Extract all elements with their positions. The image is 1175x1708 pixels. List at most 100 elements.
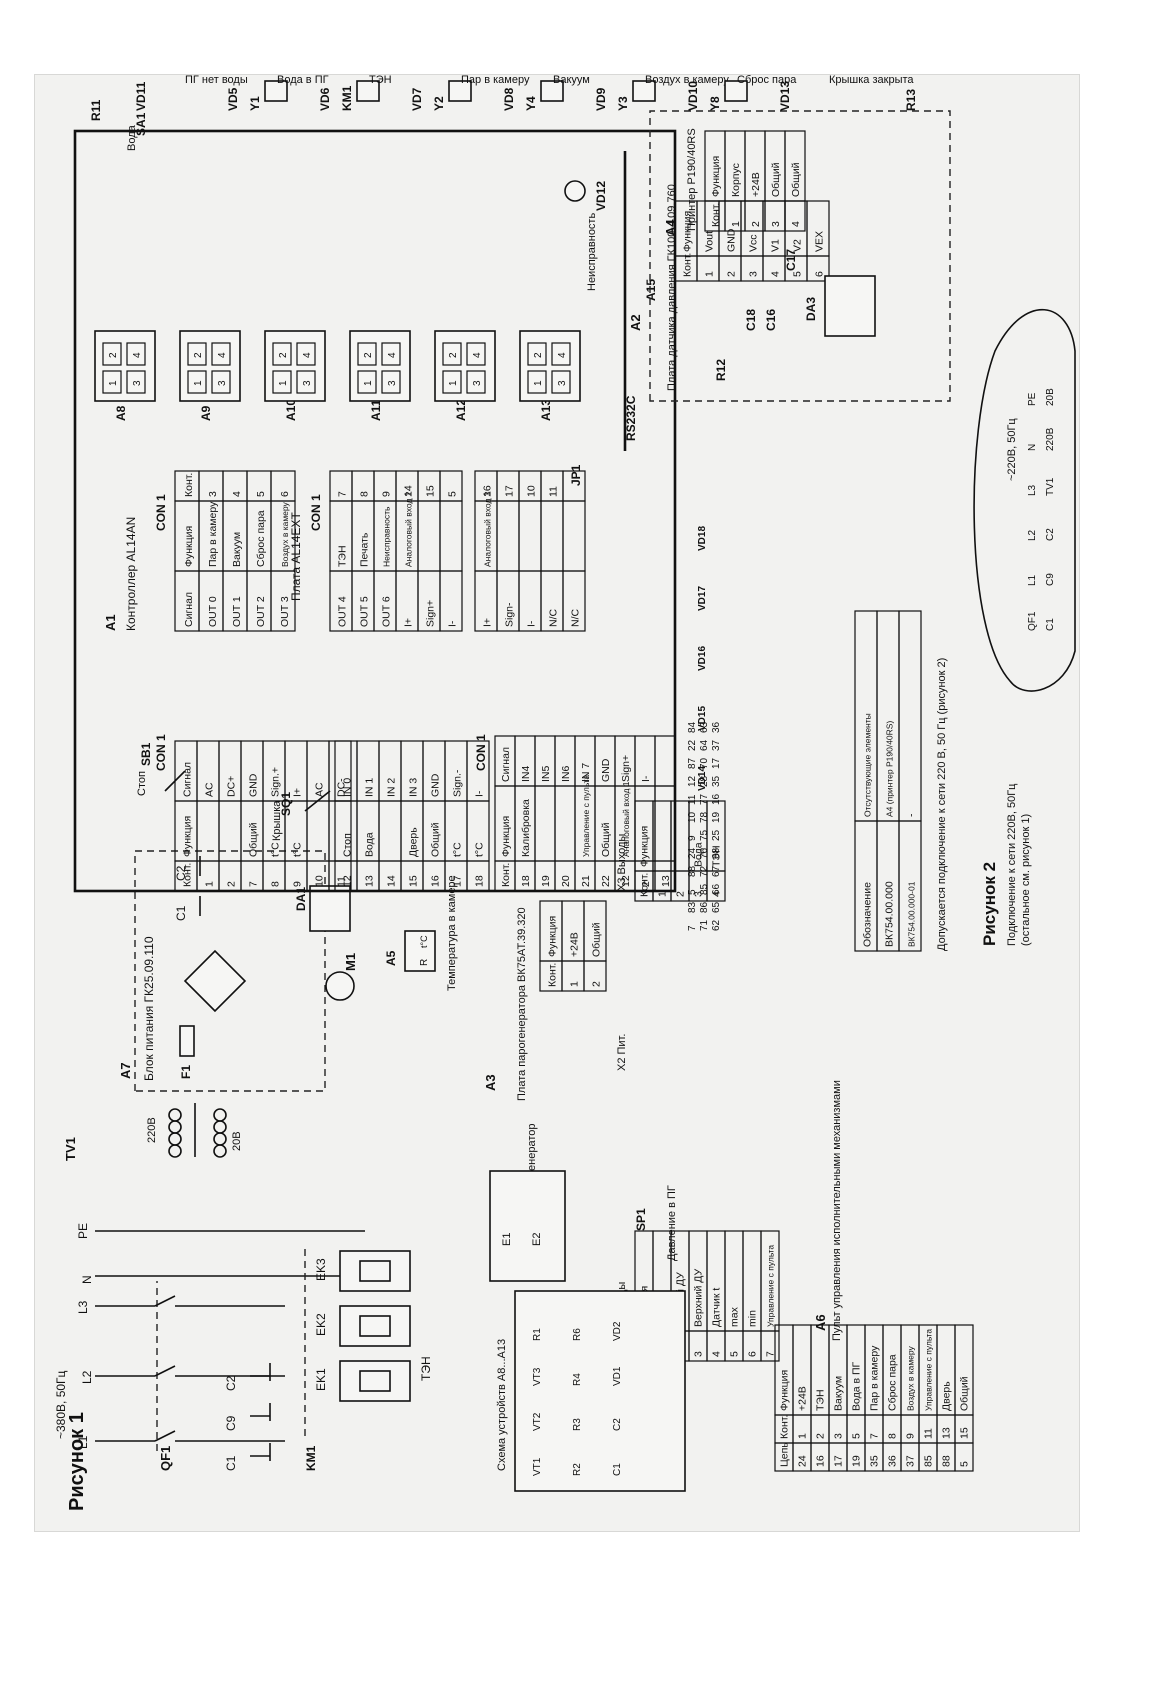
con1-table-text: Функция <box>181 816 193 857</box>
out-table-text: Сброс пара <box>255 510 267 567</box>
tv1-label: TV1 <box>63 1137 78 1161</box>
con1-table-cell <box>196 800 220 862</box>
tv1-winding <box>213 1108 227 1122</box>
tv1-primary-voltage: 220В <box>146 1117 158 1143</box>
ext-in-table-text: 12 <box>620 875 632 887</box>
wire-number: 10 <box>687 811 698 823</box>
in-table-text: 18 <box>473 875 485 887</box>
con1-table-text: 1 <box>203 881 215 887</box>
ext-in-table-text: Аналоговый вход 1 <box>621 781 631 857</box>
in-table-text: 14 <box>385 875 397 887</box>
wire-number: 24 <box>687 847 698 859</box>
subcircuit-C2: C2 <box>612 1418 623 1431</box>
diode-label-VD15: VD15 <box>697 706 708 731</box>
ext-out-table-text: Неисправность <box>381 506 391 567</box>
wire-number: 16 <box>711 793 722 805</box>
ext-in-table-cell <box>554 785 576 862</box>
line-label-L3: L3 <box>76 1300 90 1314</box>
con1-table-text: 9 <box>291 881 303 887</box>
wire-number: 17 <box>711 757 722 769</box>
a15-table-cell <box>740 255 764 282</box>
wire-number: 87 <box>687 757 698 769</box>
a6-table-text: Общий <box>959 1376 971 1411</box>
sa1-label: SA1 <box>134 112 148 136</box>
relay-pin <box>102 342 122 366</box>
actuator-coil <box>264 80 288 102</box>
ext-in-table-cell <box>654 735 676 787</box>
ext-out-table-cell <box>417 500 441 572</box>
relay-A10 <box>264 330 326 402</box>
diode-label-VD16: VD16 <box>697 646 708 671</box>
heater-resistor <box>359 1370 391 1392</box>
missing-table-text: А4 (принтер Р190/40RS) <box>884 721 894 817</box>
a4-table-text: 2 <box>750 221 762 227</box>
a15-table-text: 6 <box>813 271 825 277</box>
relay-pin <box>381 370 401 394</box>
input-cap-C1: C1 <box>224 1455 238 1471</box>
out-table-text: Функция <box>183 526 195 567</box>
wire-number: 78 <box>699 811 710 823</box>
a2-label: A2 <box>628 314 643 331</box>
a4-table-text: 1 <box>730 221 742 227</box>
ext-out-table-text: 8 <box>358 491 370 497</box>
subcircuit-R1: R1 <box>532 1328 543 1341</box>
fig2-label: QF1 <box>1027 611 1038 631</box>
relay-pin <box>527 370 547 394</box>
ext-in-table-text: Управление с пульта <box>581 775 591 857</box>
relay-pin-label: 4 <box>557 352 568 358</box>
relay-pin-label: 3 <box>217 380 228 386</box>
in-table-text: 15 <box>407 875 419 887</box>
x1-table-text: Датчик t <box>711 1288 723 1327</box>
x1-table-text: 7 <box>765 1351 777 1357</box>
a4-table-text: +24В <box>750 172 762 197</box>
actuator-VD5-diode: VD5 <box>226 87 240 111</box>
in-table-text: Стоп <box>341 833 353 857</box>
a15-table-text: VEX <box>813 231 825 252</box>
relay-pin-label: 4 <box>217 352 228 358</box>
con1-table-text: GND <box>247 773 259 797</box>
ext-out-table-text: Печать <box>358 532 370 567</box>
x2-table-text: 1 <box>568 981 580 987</box>
a15-table-text: 5 <box>791 271 803 277</box>
ext-an3-table-text: N/C <box>569 609 581 628</box>
actuator-function-label: Вакуум <box>553 75 590 86</box>
x3-title: X3 Выходы <box>616 834 628 891</box>
relay-A11-label: A11 <box>369 399 383 421</box>
fig2-label: L2 <box>1027 529 1038 541</box>
a7-label: A7 <box>118 1062 133 1079</box>
qf1-switch <box>154 1295 176 1307</box>
actuator-VD13-diode: VD13 <box>778 81 792 111</box>
relay-pin <box>126 370 146 394</box>
a6-table-text: 3 <box>833 1433 845 1439</box>
a6-table-text: 9 <box>905 1433 917 1439</box>
c18-label: C18 <box>744 309 758 331</box>
a5-r: R <box>419 959 430 966</box>
x2-table-text: 2 <box>590 981 602 987</box>
missing-table-text: Отсутствующие элементы <box>862 713 872 817</box>
tv1-winding <box>213 1144 227 1158</box>
relay-pin-label: 2 <box>108 352 119 358</box>
in-table-text: IN 3 <box>407 778 419 797</box>
ext-an3-table-text: I+ <box>481 618 493 627</box>
relay-pin-label: 2 <box>448 352 459 358</box>
con1-table-cell <box>218 800 242 862</box>
ext-in-table-text: IN5 <box>540 766 552 783</box>
heater-EK2: EK2 <box>314 1313 328 1336</box>
relay-A12 <box>434 330 496 402</box>
wire-number: 63 <box>699 721 710 733</box>
relay-A11 <box>349 330 411 402</box>
diode-label-VD18: VD18 <box>697 526 708 551</box>
relay-pin <box>126 342 146 366</box>
led-vd12 <box>564 180 586 202</box>
subcircuit-VD1: VD1 <box>612 1366 623 1386</box>
x2-table-text: +24В <box>568 932 580 957</box>
ext-an3-table-cell <box>496 500 520 572</box>
wire-number: 85 <box>699 883 710 895</box>
wire-number: 66 <box>711 883 722 895</box>
ext-out-table-text: I+ <box>402 618 414 627</box>
a15-table-text: 3 <box>747 271 759 277</box>
ext-in-table-text: Sign+ <box>620 755 632 782</box>
c16-label: C16 <box>764 309 778 331</box>
in-table-text: t°C <box>451 842 463 857</box>
a15-table-text: 2 <box>725 271 737 277</box>
